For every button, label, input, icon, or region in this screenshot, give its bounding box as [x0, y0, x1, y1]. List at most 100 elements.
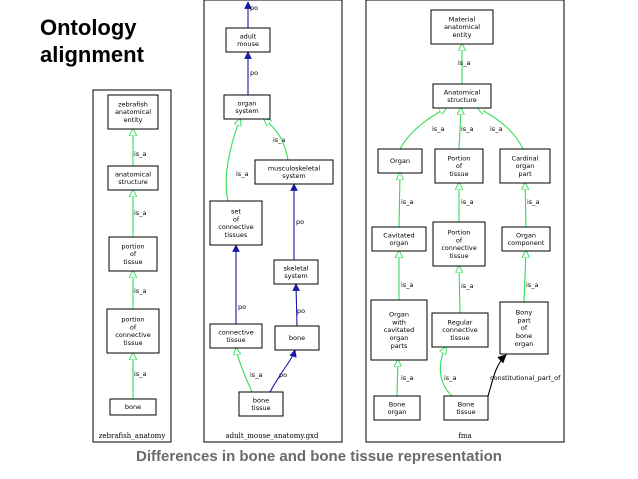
node-text-line: bone: [125, 403, 141, 411]
node-text-line: tissue: [456, 408, 475, 416]
node-text-line: with: [392, 318, 406, 326]
node-text-line: bone: [253, 396, 269, 404]
node-f-organ: Organ: [377, 148, 423, 174]
node-box: [209, 200, 263, 246]
node-text-line: structure: [118, 178, 148, 186]
is-a-edge-label: is_a: [401, 198, 413, 206]
node-text-line: bone: [289, 334, 305, 342]
node-text-line: tissue: [226, 336, 245, 344]
node-text-line: of: [456, 162, 463, 170]
is-a-edge: [459, 266, 460, 314]
node-box: [254, 159, 334, 185]
node-text-line: of: [456, 236, 463, 244]
is-a-edge-label: is_a: [134, 209, 146, 217]
node-box: [499, 148, 551, 184]
is-a-edge-label: is_a: [134, 150, 146, 158]
panel-mouse-label: adult_mouse_anatomy.gxd: [226, 432, 320, 440]
is-a-edge-label: is_a: [401, 374, 413, 382]
is-a-edge-label: is_a: [461, 125, 473, 133]
node-box: [501, 226, 551, 252]
node-text-line: Regular: [448, 318, 473, 326]
node-text-line: tissue: [449, 170, 468, 178]
is-a-edge-label: is_a: [527, 198, 539, 206]
node-text-line: Bone: [389, 400, 406, 408]
node-text-line: musculoskeletal: [268, 164, 321, 172]
title-line-2: alignment: [40, 42, 144, 67]
part-of-edge-label: po: [250, 4, 258, 12]
panel-mouse-frame: [203, 0, 343, 443]
node-text-line: connective: [218, 328, 254, 336]
node-text-line: of: [130, 323, 137, 331]
is-a-edge-label: is_a: [461, 282, 473, 290]
node-text-line: anatomical: [115, 170, 151, 178]
node-box: [430, 9, 494, 45]
node-m-bone: bone: [274, 325, 320, 351]
node-text-line: adult: [240, 32, 257, 40]
node-text-line: tissue: [449, 252, 468, 260]
title-line-1: Ontology: [40, 15, 137, 40]
node-text-line: bone: [516, 332, 532, 340]
node-text-line: Organ: [389, 311, 409, 319]
node-text-line: organ: [516, 162, 535, 170]
panel-fma-label: fma: [458, 432, 471, 440]
node-box: [432, 221, 486, 267]
node-text-line: tissues: [225, 231, 248, 239]
node-text-line: organ: [238, 99, 257, 107]
is-a-edge: [264, 119, 289, 161]
node-text-line: mouse: [237, 40, 259, 48]
node-text-line: organ: [388, 408, 407, 416]
node-text-line: portion: [121, 315, 144, 323]
node-box: [274, 325, 320, 351]
part-of-edge-label: po: [250, 69, 258, 77]
is-a-edge-label: is_a: [432, 125, 444, 133]
node-text-line: tissue: [123, 258, 142, 266]
panel-zebrafish-frame: [92, 89, 172, 443]
node-text-line: Organ: [516, 231, 536, 239]
is-a-edge-label: is_a: [134, 370, 146, 378]
node-text-line: organ: [390, 334, 409, 342]
node-box: [107, 94, 159, 130]
node-box: [373, 395, 421, 421]
node-box: [209, 323, 263, 349]
slide-caption: Differences in bone and bone tissue repr…: [136, 448, 502, 465]
node-text-line: entity: [453, 31, 472, 39]
node-text-line: Portion: [448, 228, 471, 236]
is-a-edge-label: is_a: [134, 287, 146, 295]
node-text-line: of: [130, 250, 137, 258]
node-text-line: cavitated: [384, 326, 414, 334]
node-box: [499, 301, 549, 355]
node-text-line: entity: [124, 116, 143, 124]
node-box: [371, 226, 427, 252]
node-box: [370, 299, 428, 361]
part-of-edge-label: po: [238, 303, 246, 311]
part-of-edge: [292, 283, 301, 327]
is-a-edge: [399, 173, 400, 228]
node-box: [225, 27, 271, 53]
is-a-edge-label: is_a: [526, 281, 538, 289]
node-text-line: organ: [390, 239, 409, 247]
node-text-line: Bone: [458, 400, 475, 408]
node-text-line: Portion: [448, 154, 471, 162]
slide-title: Ontology alignment: [40, 14, 144, 68]
is-a-edge-label: is_a: [461, 198, 473, 206]
node-text-line: anatomical: [444, 23, 480, 31]
node-zf-bone: bone: [109, 398, 157, 416]
is-a-edge: [399, 108, 446, 150]
node-box: [109, 398, 157, 416]
is-a-edge-label: is_a: [444, 374, 456, 382]
